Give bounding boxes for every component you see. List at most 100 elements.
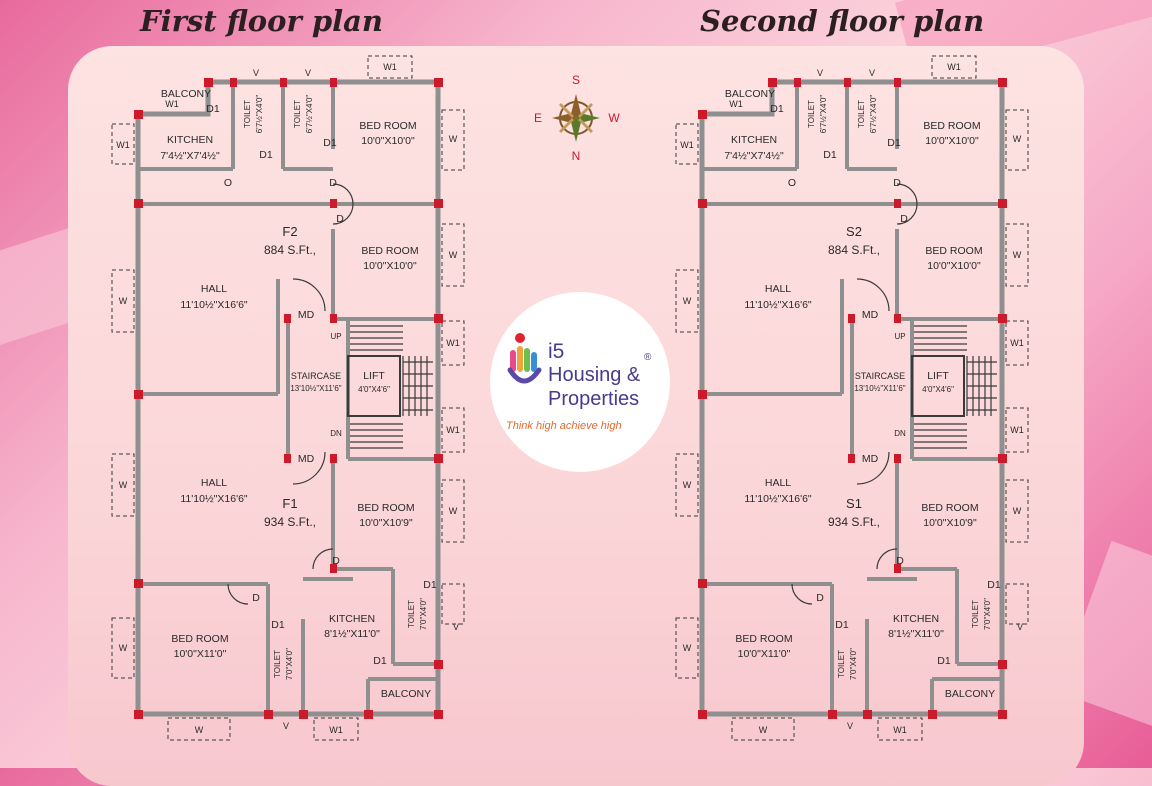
logo-tagline: Think high achieve high: [506, 420, 622, 432]
interior-walls: [702, 82, 1002, 714]
vent-label: V: [453, 622, 459, 632]
staircase-dim: 13'10½"X11'6": [290, 384, 341, 393]
vent-label: V: [1017, 622, 1023, 632]
down-label: DN: [330, 429, 342, 438]
bedroom-label: BED ROOM: [921, 502, 978, 514]
main-door-label: MD: [298, 309, 315, 321]
hall-label: HALL: [765, 283, 791, 295]
vent-label: V: [283, 721, 289, 731]
hall-dim: 11'10½"X16'6": [744, 493, 812, 505]
second-floor-title: Second floor plan: [700, 4, 985, 38]
hall-dim: 11'10½"X16'6": [180, 299, 248, 311]
bedroom-dim: 10'0"X10'0": [925, 135, 979, 147]
compass-n-label: N: [572, 149, 581, 163]
bedroom-dim: 10'0"X10'0": [361, 135, 415, 147]
door-label: D1: [987, 579, 1001, 591]
staircase-label: STAIRCASE: [291, 371, 341, 381]
toilet-dim: 6'7½"X4'0": [255, 95, 264, 134]
bedroom-label: BED ROOM: [735, 633, 792, 645]
unit-area: 934 S.Ft.,: [264, 515, 316, 529]
vent-label: V: [869, 68, 875, 78]
kitchen-dim: 7'4½"X7'4½": [724, 150, 784, 162]
kitchen-label: KITCHEN: [893, 613, 939, 625]
hall-label: HALL: [765, 477, 791, 489]
balcony-label: BALCONY: [381, 688, 431, 700]
unit-area: 884 S.Ft.,: [264, 243, 316, 257]
balcony-label: BALCONY: [945, 688, 995, 700]
bedroom-label: BED ROOM: [923, 120, 980, 132]
window-label: W: [683, 643, 692, 653]
window-label: W1: [893, 725, 907, 735]
stair-treads: [914, 325, 997, 449]
main-door-label: MD: [298, 453, 315, 465]
vent-label: O: [224, 177, 232, 189]
logo-hand-icon: [507, 333, 542, 384]
window-label: W1: [1010, 338, 1024, 348]
floor-plan: BALCONY W1 D1 KITCHEN 7'4½"X7'4½" TOILET…: [111, 55, 465, 741]
bedroom-dim: 10'0"X10'9": [359, 517, 413, 529]
window-label: W: [119, 643, 128, 653]
door-label: D1: [887, 137, 901, 149]
kitchen-dim: 8'1½"X11'0": [324, 628, 380, 640]
window-label: W1: [680, 140, 694, 150]
main-door-label: MD: [862, 453, 879, 465]
window-label: W: [683, 480, 692, 490]
unit-area: 884 S.Ft.,: [828, 243, 880, 257]
toilet-label: TOILET: [807, 100, 816, 128]
door-label: D1: [823, 149, 837, 161]
door-label: D: [896, 555, 904, 567]
door-label: D: [336, 213, 344, 225]
lift-label: LIFT: [363, 370, 385, 382]
kitchen-label: KITCHEN: [167, 134, 213, 146]
logo-line-housing: Housing &: [548, 364, 641, 386]
window-label: W1: [446, 425, 460, 435]
toilet-dim: 6'7½"X4'0": [305, 95, 314, 134]
door-label: D1: [206, 103, 220, 115]
window-label: W1: [947, 62, 961, 72]
vent-label: V: [817, 68, 823, 78]
structural-columns: [134, 78, 443, 719]
unit-tag: S2: [846, 224, 862, 239]
window-label: W1: [1010, 425, 1024, 435]
bedroom-label: BED ROOM: [925, 245, 982, 257]
window-label: W: [1013, 134, 1022, 144]
unit-tag: F1: [282, 496, 297, 511]
bedroom-dim: 10'0"X11'0": [174, 648, 227, 660]
bedroom-label: BED ROOM: [171, 633, 228, 645]
lift-label: LIFT: [927, 370, 949, 382]
window-label: W1: [729, 99, 743, 109]
lift-shaft: [347, 355, 401, 417]
room-labels: BALCONY W1 D1 KITCHEN 7'4½"X7'4½" TOILET…: [724, 88, 1001, 700]
window-label: W: [119, 296, 128, 306]
door-swings: [227, 183, 354, 605]
door-label: D: [329, 177, 337, 189]
door-label: D: [900, 213, 908, 225]
door-label: D1: [835, 619, 849, 631]
toilet-dim: 7'0"X4'0": [285, 648, 294, 680]
lift-dim: 4'0"X4'6": [358, 385, 390, 394]
vent-label: V: [305, 68, 311, 78]
bedroom-dim: 10'0"X10'0": [927, 260, 981, 272]
vent-label: V: [847, 721, 853, 731]
window-label: W1: [165, 99, 179, 109]
toilet-label: TOILET: [243, 100, 252, 128]
window-label: W1: [446, 338, 460, 348]
toilet-dim: 6'7½"X4'0": [819, 95, 828, 134]
compass-s-label: S: [572, 73, 580, 87]
compass-rose-icon: S N E W: [534, 73, 620, 163]
door-label: D1: [937, 655, 951, 667]
up-label: UP: [894, 332, 905, 341]
toilet-label: TOILET: [407, 600, 416, 628]
hall-dim: 11'10½"X16'6": [180, 493, 248, 505]
kitchen-dim: 7'4½"X7'4½": [160, 150, 220, 162]
opening-labels: W1 W W W W W W1 W1 W W1 W W1 V V V V: [116, 62, 460, 735]
window-label: W: [195, 725, 204, 735]
window-label: W: [119, 480, 128, 490]
opening-labels: W1 W W W W W W1 W1 W W1 W W1 V V V V: [680, 62, 1024, 735]
balcony-label: BALCONY: [161, 88, 211, 100]
kitchen-dim: 8'1½"X11'0": [888, 628, 944, 640]
toilet-label: TOILET: [273, 650, 282, 678]
door-swings: [791, 183, 918, 605]
lift-shaft: [911, 355, 965, 417]
door-label: D1: [373, 655, 387, 667]
